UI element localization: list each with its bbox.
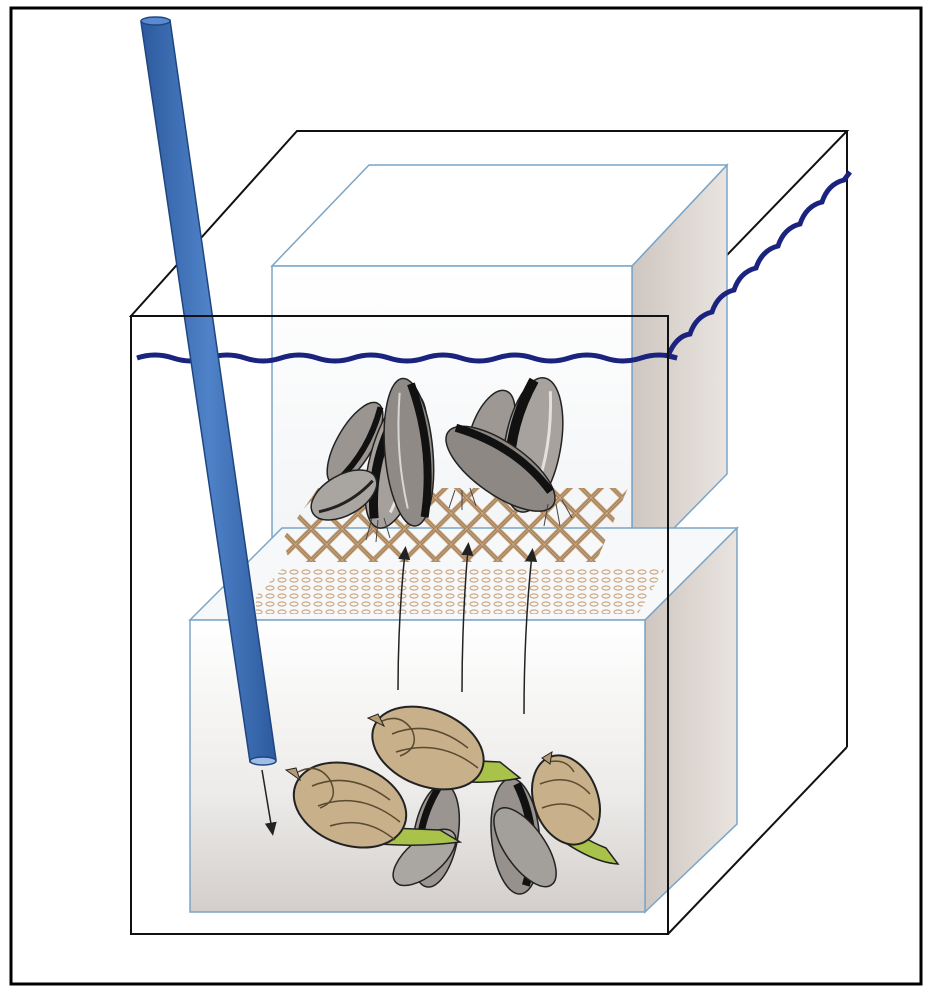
mesh-floor-perforations	[256, 568, 665, 614]
lower-snail-chamber	[190, 528, 737, 912]
